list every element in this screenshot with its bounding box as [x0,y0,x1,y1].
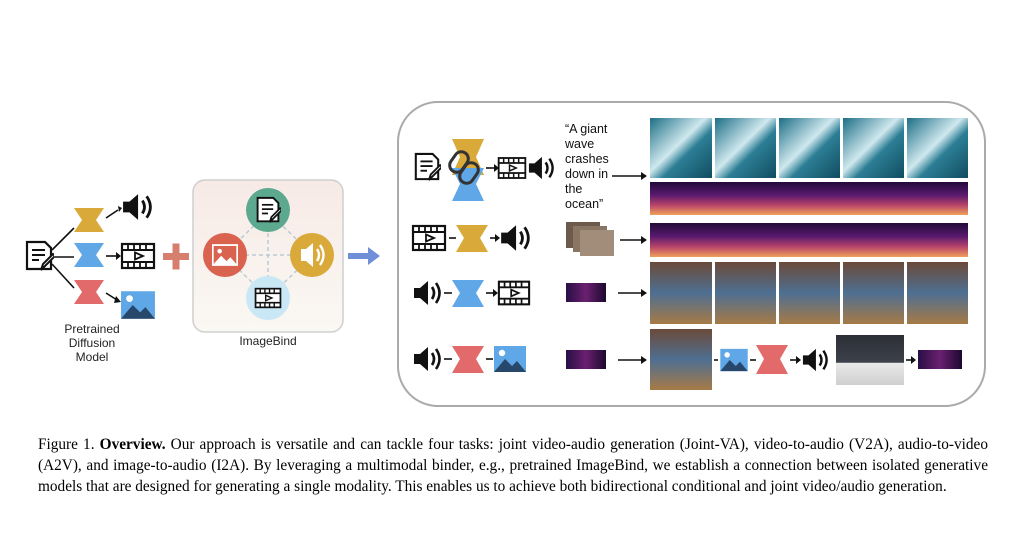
film-strip-icon [411,224,447,252]
film-strip-icon [254,287,282,309]
generated-audio-spectrogram [650,223,968,257]
video-frame [907,118,968,178]
model-label-line-2: Diffusion [69,336,115,350]
video-frame [715,118,776,178]
input-audio-spectrogram [566,350,606,369]
image-icon [494,346,526,372]
video-frame [650,118,712,178]
video-frame [779,118,840,178]
generated-audio-spectrogram [650,182,968,215]
blue-bowtie-block [74,243,104,267]
video-frame [715,262,776,324]
video-frame [843,118,904,178]
overview-figure: Pretrained Diffusion Model ImageBind [25,101,986,407]
text-document-icon [25,240,54,272]
red-bowtie-block [756,345,788,374]
film-strip-icon [497,280,531,306]
image-icon [121,291,155,319]
model-label-line-3: Model [76,350,109,364]
speaker-icon [301,243,325,267]
prompt-line-4: down in [565,167,608,181]
prompt-line-1: “A giant [565,122,608,136]
figure-label: Figure 1. [38,436,95,453]
figure-caption: Figure 1. Overview. Our approach is vers… [38,434,988,497]
generated-audio-spectrogram [918,350,962,369]
plus-icon [163,243,189,270]
figure-title: Overview. [99,436,166,453]
figure-caption-text: Our approach is versatile and can tackle… [38,436,988,495]
red-bowtie-block [452,346,484,373]
video-frame [779,262,840,324]
video-frame [843,262,904,324]
video-frame [907,262,968,324]
connector-line [51,263,75,289]
generated-wave-frames [650,118,968,178]
red-bowtie-block [74,280,104,304]
gold-bowtie-block [74,208,104,232]
pretrained-diffusion-model: Pretrained Diffusion Model [25,192,156,364]
prompt-line-2: wave [564,137,594,151]
imagebind-panel: ImageBind [192,179,344,348]
image-icon [720,348,748,372]
prompt-line-3: crashes [565,152,609,166]
connector-line [51,227,75,251]
film-strip-icon [120,242,156,270]
generated-guitar-frames [650,262,968,324]
image-modality-node [203,233,247,277]
input-video-thumbnails [566,222,614,256]
imagebind-label: ImageBind [239,334,296,348]
video-frame [650,262,712,324]
tasks-panel: “A giant wave crashes down in the ocean” [397,101,986,407]
task-row-v2a [411,222,968,257]
model-label-line-1: Pretrained [64,322,119,336]
speaker-icon [121,192,152,222]
task-row-joint-va: “A giant wave crashes down in the ocean” [414,118,968,215]
task-row-i2a [412,329,962,390]
prompt-line-5: the [565,182,582,196]
input-audio-spectrogram [566,283,606,302]
arrow-right-icon [348,247,380,265]
blue-bowtie-block [452,280,484,307]
input-keyboard-image [836,335,904,385]
generated-image [650,329,712,390]
prompt-line-6: ocean” [565,197,603,211]
chain-link-icon [448,150,480,185]
task-row-a2v [412,262,968,324]
gold-bowtie-block [456,225,488,252]
film-strip-icon [497,156,527,180]
